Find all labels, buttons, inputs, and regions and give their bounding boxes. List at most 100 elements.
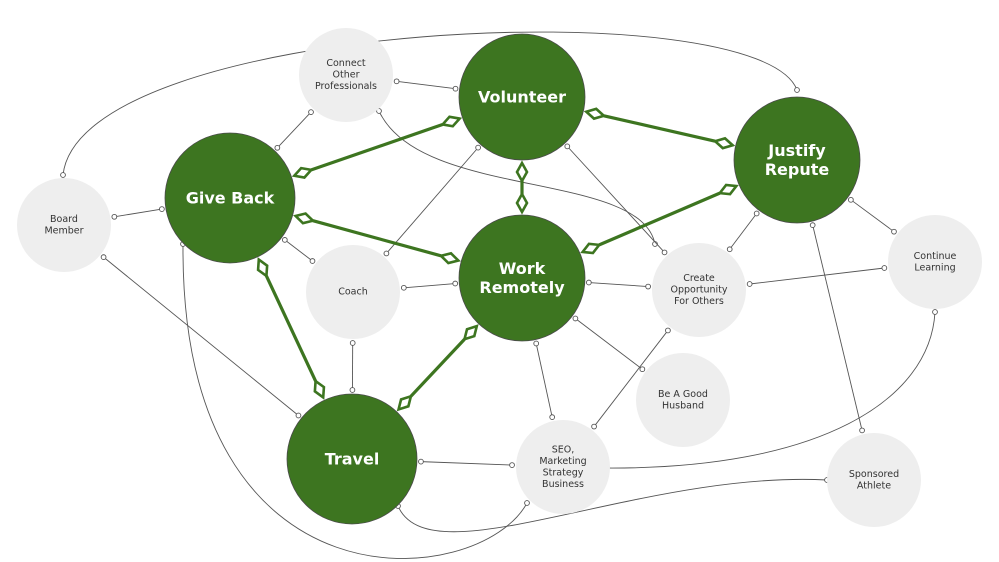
node-label: Repute [765,160,830,179]
minor-node-circle [652,243,746,337]
diamond-marker-give-back [293,212,316,225]
major-node-circle [458,33,586,161]
node-label: For Others [674,296,724,307]
link-endpoint-give-back [159,206,165,212]
link-endpoint-volunteer [564,143,571,150]
diamond-marker-work-remotely [580,242,602,255]
node-label: Member [44,225,83,236]
weak-link-connect-other-professionals-create-opportunity [378,110,656,245]
link-endpoint-connect-other-professionals [393,78,400,85]
minor-node-circle [306,245,400,339]
diamond-marker-work-remotely [462,324,479,342]
diamond-marker-volunteer [515,160,529,184]
strong-link-justify-repute-work-remotely [598,191,721,247]
link-endpoint-connect-other-professionals [376,108,382,114]
link-endpoint-volunteer [475,144,481,151]
node-label: Business [542,479,584,490]
node-volunteer[interactable]: Volunteer [458,33,586,161]
link-endpoint-create-opportunity [665,327,671,334]
node-label: Strategy [543,467,584,478]
node-label: Marketing [539,456,586,467]
diamond-marker-give-back [256,257,269,279]
weak-link-work-remotely-create-opportunity [588,282,649,287]
weak-link-create-opportunity-seo-marketing [593,330,669,427]
node-label: Husband [662,400,704,411]
major-node-circle [164,132,296,264]
weak-link-work-remotely-seo-marketing [535,343,553,418]
diamond-marker-justify-repute [712,136,736,150]
node-label: Coach [338,287,368,298]
link-endpoint-seo-marketing [591,423,597,430]
node-label: Athlete [857,480,891,491]
link-endpoint-work-remotely [533,340,540,347]
node-label: Board [50,214,78,225]
weak-link-volunteer-create-opportunity [566,146,665,253]
link-endpoint-board-member [100,254,107,261]
link-endpoint-travel [349,387,356,393]
link-endpoint-give-back [274,144,281,151]
link-endpoint-seo-marketing [524,500,530,506]
strong-link-volunteer-justify-repute [603,114,716,143]
link-endpoint-connect-other-professionals [308,109,314,115]
link-endpoint-work-remotely [452,280,459,287]
link-endpoint-seo-marketing [549,414,556,421]
diamond-marker-travel [313,378,326,400]
diamond-marker-give-back [291,166,314,179]
node-coach[interactable]: Coach [306,245,400,339]
weak-link-travel-seo-marketing [420,461,513,466]
node-label: Be A Good [658,389,708,400]
link-endpoint-justify-repute [753,210,760,217]
node-give-back[interactable]: Give Back [164,132,296,264]
weak-link-justify-repute-continue-learning [850,199,895,233]
minor-node-circle [17,178,111,272]
diamond-marker-volunteer [583,107,607,121]
weak-link-board-member-justify-repute [62,31,798,176]
weak-link-connect-other-professionals-give-back [277,111,312,149]
node-label: Opportunity [670,285,727,296]
node-label: Learning [914,262,955,273]
link-endpoint-coach [349,340,356,346]
weak-link-justify-repute-sponsored-athlete [812,225,863,431]
node-label: Sponsored [849,469,899,480]
link-endpoint-create-opportunity [661,249,668,256]
node-label: Justify [767,141,826,160]
link-endpoint-create-opportunity [746,281,753,287]
link-endpoint-give-back [281,237,288,243]
major-node-circle [733,96,861,224]
link-endpoint-justify-repute [809,222,816,228]
diamond-marker-work-remotely [515,191,529,215]
link-endpoint-travel [295,412,302,419]
link-endpoint-sponsored-athlete [859,427,865,434]
link-endpoint-create-opportunity [645,283,651,290]
weak-link-create-opportunity-continue-learning [749,267,885,285]
minor-node-circle [636,353,730,447]
weak-link-board-member-travel [103,256,299,416]
link-endpoint-work-remotely [585,279,592,286]
link-endpoint-board-member [111,213,118,220]
strong-links [256,107,739,412]
diamond-marker-work-remotely [438,251,461,265]
weak-link-board-member-give-back [114,208,162,218]
node-label: Volunteer [478,88,566,107]
strong-link-give-back-work-remotely [312,219,442,258]
strong-link-give-back-volunteer [310,122,444,172]
weak-link-give-back-seo-marketing [182,243,528,559]
node-label: Professionals [315,81,377,92]
node-label: Other [333,70,360,81]
diamond-marker-volunteer [440,115,463,128]
weak-link-justify-repute-create-opportunity [729,213,758,250]
link-endpoint-justify-repute [794,87,800,93]
node-travel[interactable]: Travel [286,393,418,525]
link-endpoint-continue-learning [881,265,888,271]
link-endpoint-create-opportunity [726,246,733,253]
link-endpoint-coach [383,250,390,257]
